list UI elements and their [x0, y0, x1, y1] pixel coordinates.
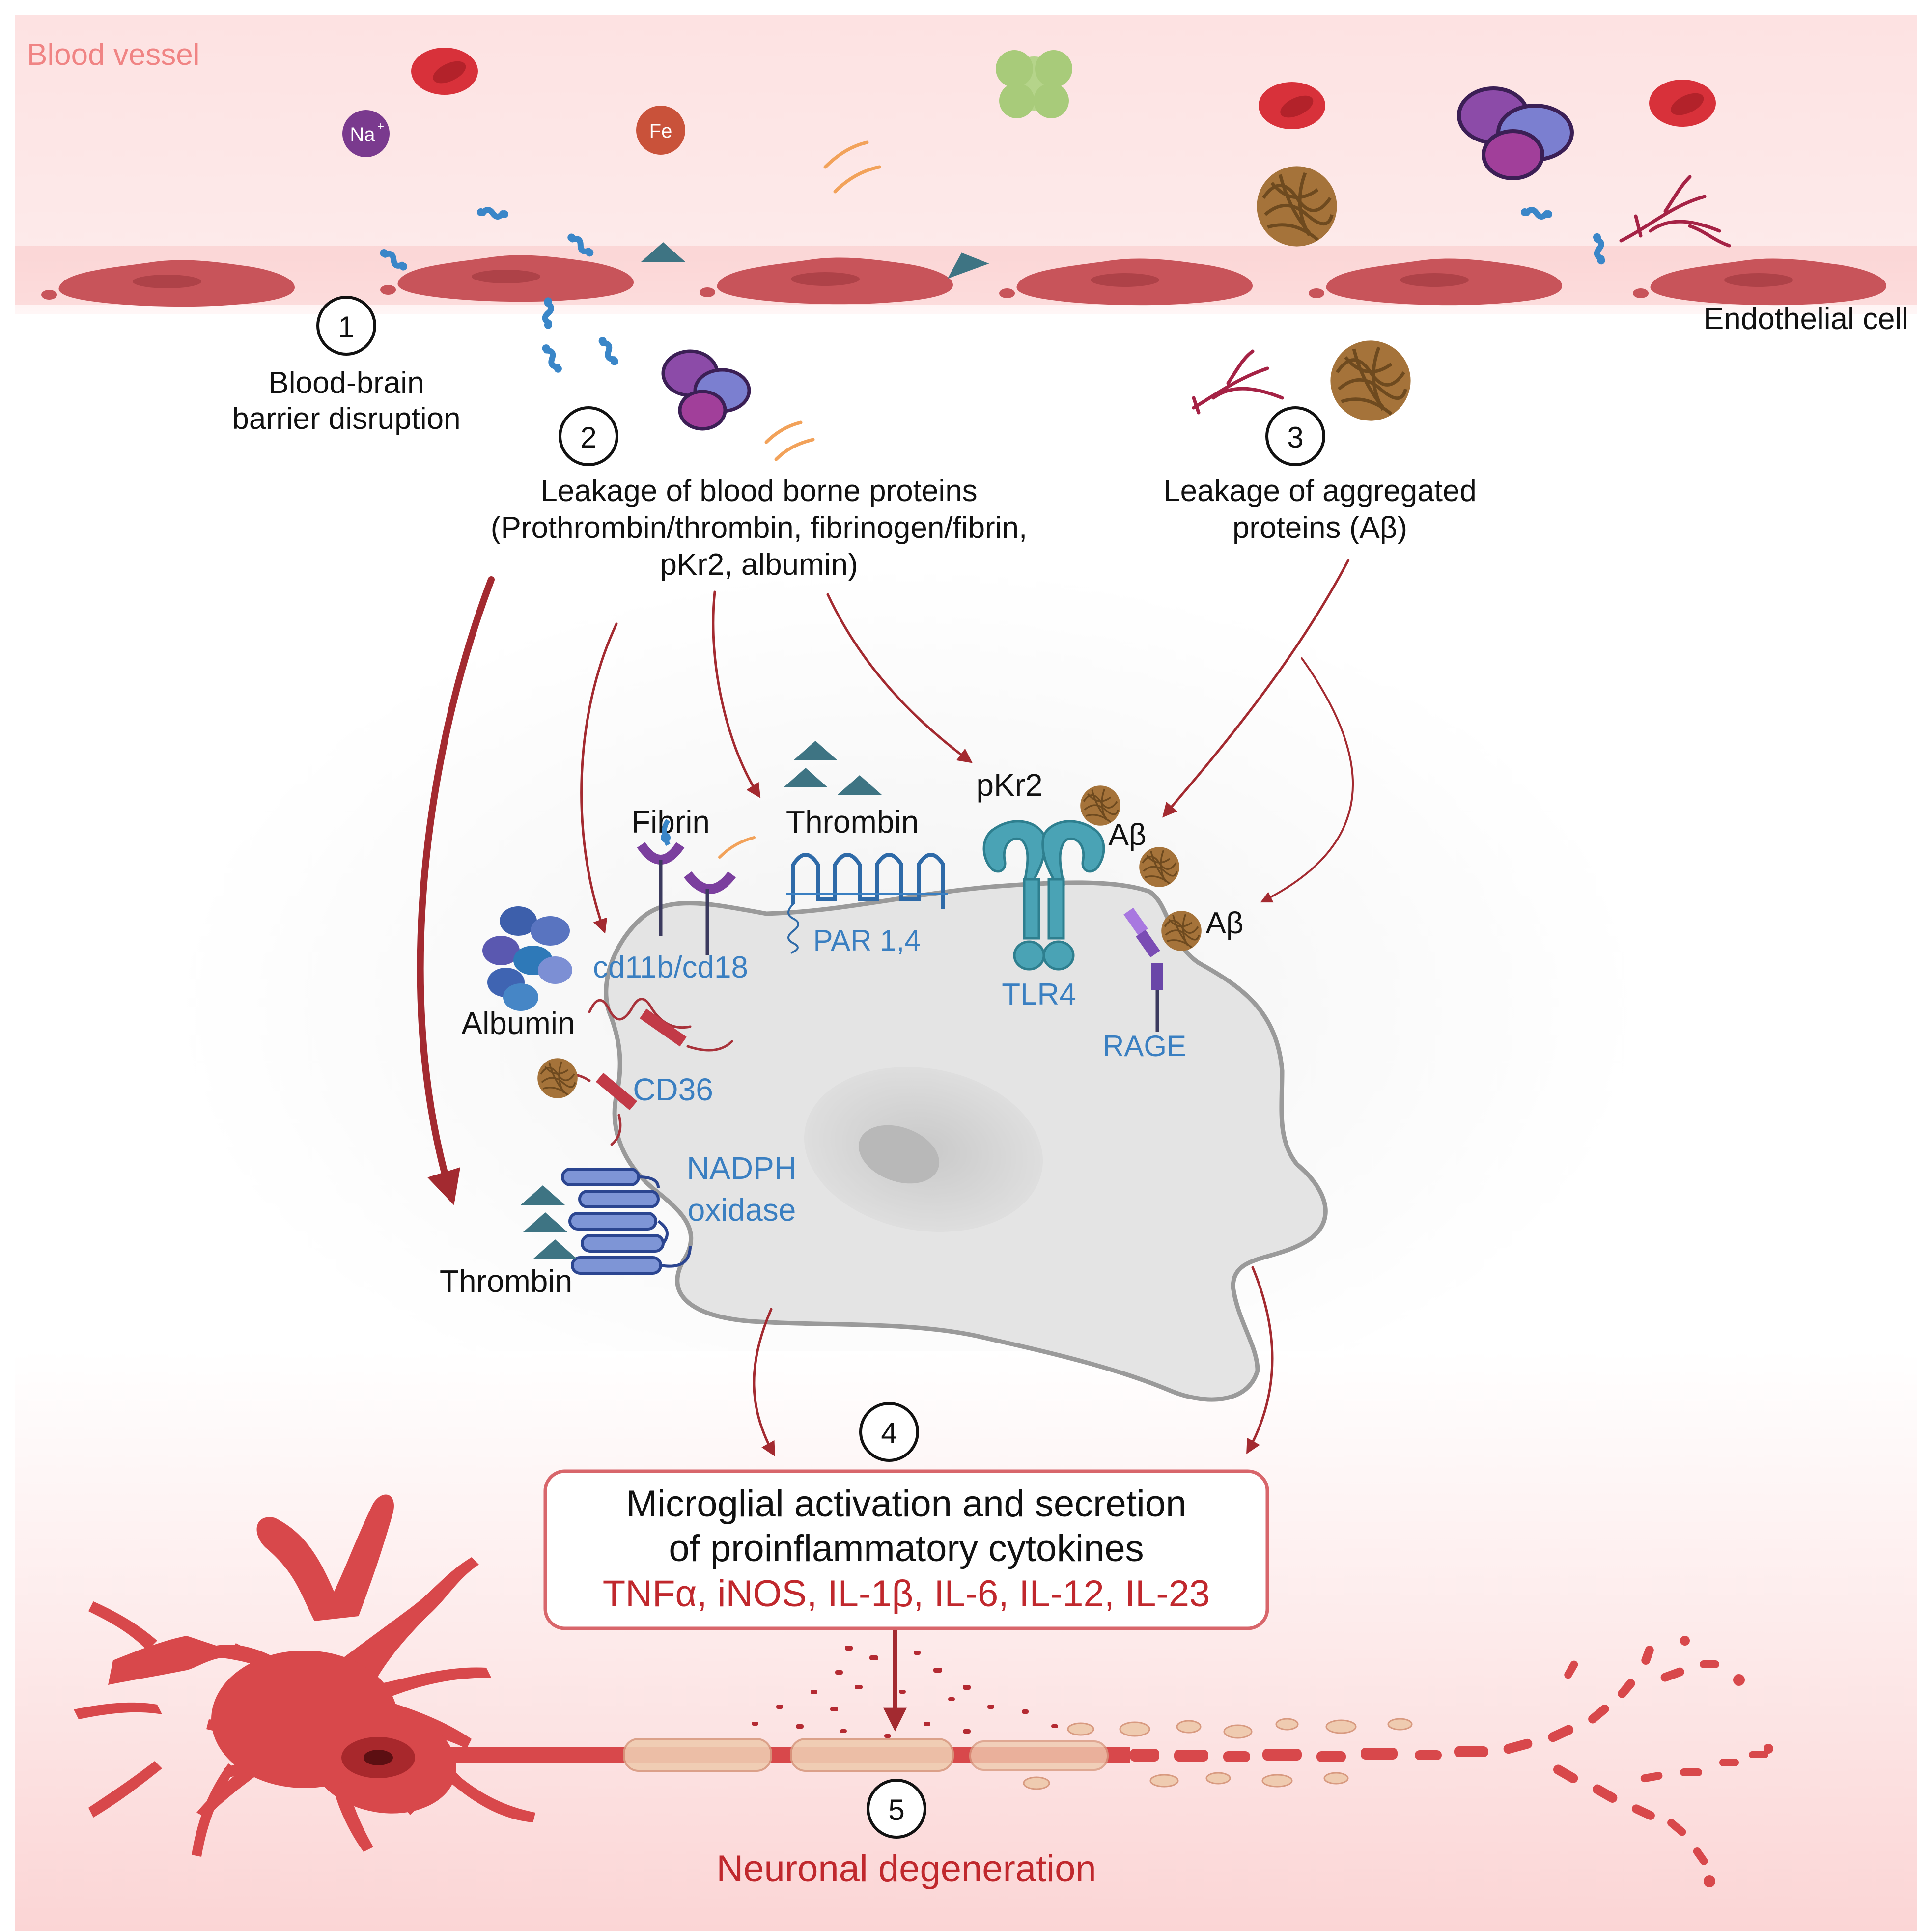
arrow-to-pkr2	[826, 593, 973, 763]
rage-receptor-icon	[1123, 907, 1163, 1032]
activation-arrows	[753, 1266, 1274, 1457]
nadph-oxidase-icon	[561, 1168, 692, 1275]
arrow-to-abeta-1	[1162, 559, 1350, 818]
activation-line-2: of proinflammatory cytokines	[669, 1528, 1144, 1569]
red-blood-cell-icon	[1259, 82, 1325, 129]
step-number: 2	[580, 421, 596, 454]
degenerating-axon	[1130, 1636, 1773, 1887]
abeta-aggregate-icon	[536, 1057, 579, 1099]
albumin-blue-icon	[482, 906, 572, 1011]
step-3-line-2: proteins (Aβ)	[1232, 511, 1407, 545]
abeta-aggregate-icon	[1330, 340, 1410, 420]
step-1-marker: 1	[316, 296, 376, 356]
albumin-purple-icon	[661, 349, 751, 431]
orange-peptide-icon	[823, 140, 881, 194]
arrow-to-cd11b	[580, 622, 618, 934]
sodium-ion-icon: Na +	[342, 110, 390, 157]
myelin-debris	[1023, 1718, 1413, 1790]
step-number: 5	[888, 1793, 904, 1826]
step-number: 4	[881, 1417, 897, 1450]
step-2-line-1: Leakage of blood borne proteins	[540, 474, 977, 508]
pathway-arrows	[417, 559, 1354, 1205]
red-blood-cell-icon	[411, 48, 478, 95]
cd36-label: CD36	[633, 1072, 713, 1107]
fibrin-strand-icon	[1619, 175, 1731, 248]
abeta-aggregate-icon	[1160, 910, 1203, 952]
fe-label: Fe	[649, 120, 672, 142]
step-3-marker: 3	[1265, 406, 1325, 466]
step-4-marker: 4	[859, 1402, 919, 1462]
nadph-line-1: NADPH	[687, 1150, 797, 1186]
pkr2-label: pKr2	[976, 767, 1042, 803]
thrombin-bottom-label: Thrombin	[440, 1263, 572, 1299]
cytokine-particles	[752, 1646, 1058, 1738]
abeta-1-label: Aβ	[1108, 818, 1146, 852]
orange-peptide-icon	[718, 836, 756, 859]
step-2-line-2: (Prothrombin/thrombin, fibrinogen/fibrin…	[491, 511, 1027, 545]
iron-icon: Fe	[636, 106, 685, 155]
axon	[442, 1738, 1130, 1772]
albumin-purple-icon	[1457, 86, 1574, 180]
tlr4-receptor-icon	[982, 820, 1105, 971]
cd11b-cd18-receptor-icon	[637, 819, 736, 955]
red-blood-cell-icon	[1649, 80, 1716, 127]
step-number: 3	[1287, 421, 1303, 454]
abeta-aggregate-icon	[1138, 846, 1180, 888]
na-label: Na	[350, 124, 375, 145]
fibrin-label: Fibrin	[631, 804, 710, 840]
activation-box: Microglial activation and secretion of p…	[543, 1469, 1269, 1630]
microglia-nucleolus	[858, 1125, 940, 1184]
step-1-line-2: barrier disruption	[232, 402, 460, 436]
abeta-aggregate-icon	[1257, 166, 1337, 246]
blood-vessel-label: Blood vessel	[27, 38, 200, 72]
abeta-2-label: Aβ	[1205, 906, 1243, 940]
arrow-to-par	[712, 590, 761, 799]
tlr4-label: TLR4	[1002, 978, 1076, 1011]
par-receptor-icon	[786, 853, 948, 954]
rage-label: RAGE	[1103, 1030, 1186, 1063]
neuronal-degeneration-label: Neuronal degeneration	[716, 1848, 1096, 1890]
activation-line-1: Microglial activation and secretion	[626, 1483, 1187, 1525]
endothelial-cell-label: Endothelial cell	[1704, 302, 1908, 336]
green-protein-icon	[996, 50, 1072, 118]
orange-peptide-icon	[764, 420, 815, 461]
na-superscript: +	[377, 120, 384, 133]
albumin-label: Albumin	[461, 1006, 575, 1041]
thrombin-top-label: Thrombin	[786, 804, 919, 840]
step-2-line-3: pKr2, albumin)	[660, 548, 858, 582]
par-label: PAR 1,4	[813, 924, 921, 957]
arrow-to-abeta-2	[1260, 657, 1354, 903]
fibrin-strand-icon	[1192, 349, 1284, 415]
cytokine-list: TNFα, iNOS, IL-1β, IL-6, IL-12, IL-23	[603, 1573, 1210, 1615]
step-3-line-1: Leakage of aggregated	[1163, 474, 1477, 508]
cd11b-cd18-label: cd11b/cd18	[593, 951, 748, 984]
step-5-marker: 5	[867, 1779, 926, 1839]
nadph-line-2: oxidase	[688, 1192, 796, 1228]
neuron	[74, 1494, 535, 1857]
arrow-to-thrombin-bottom	[417, 576, 495, 1205]
step-1-line-1: Blood-brain	[268, 366, 424, 400]
step-2-marker: 2	[559, 406, 618, 466]
step-number: 1	[338, 310, 354, 343]
